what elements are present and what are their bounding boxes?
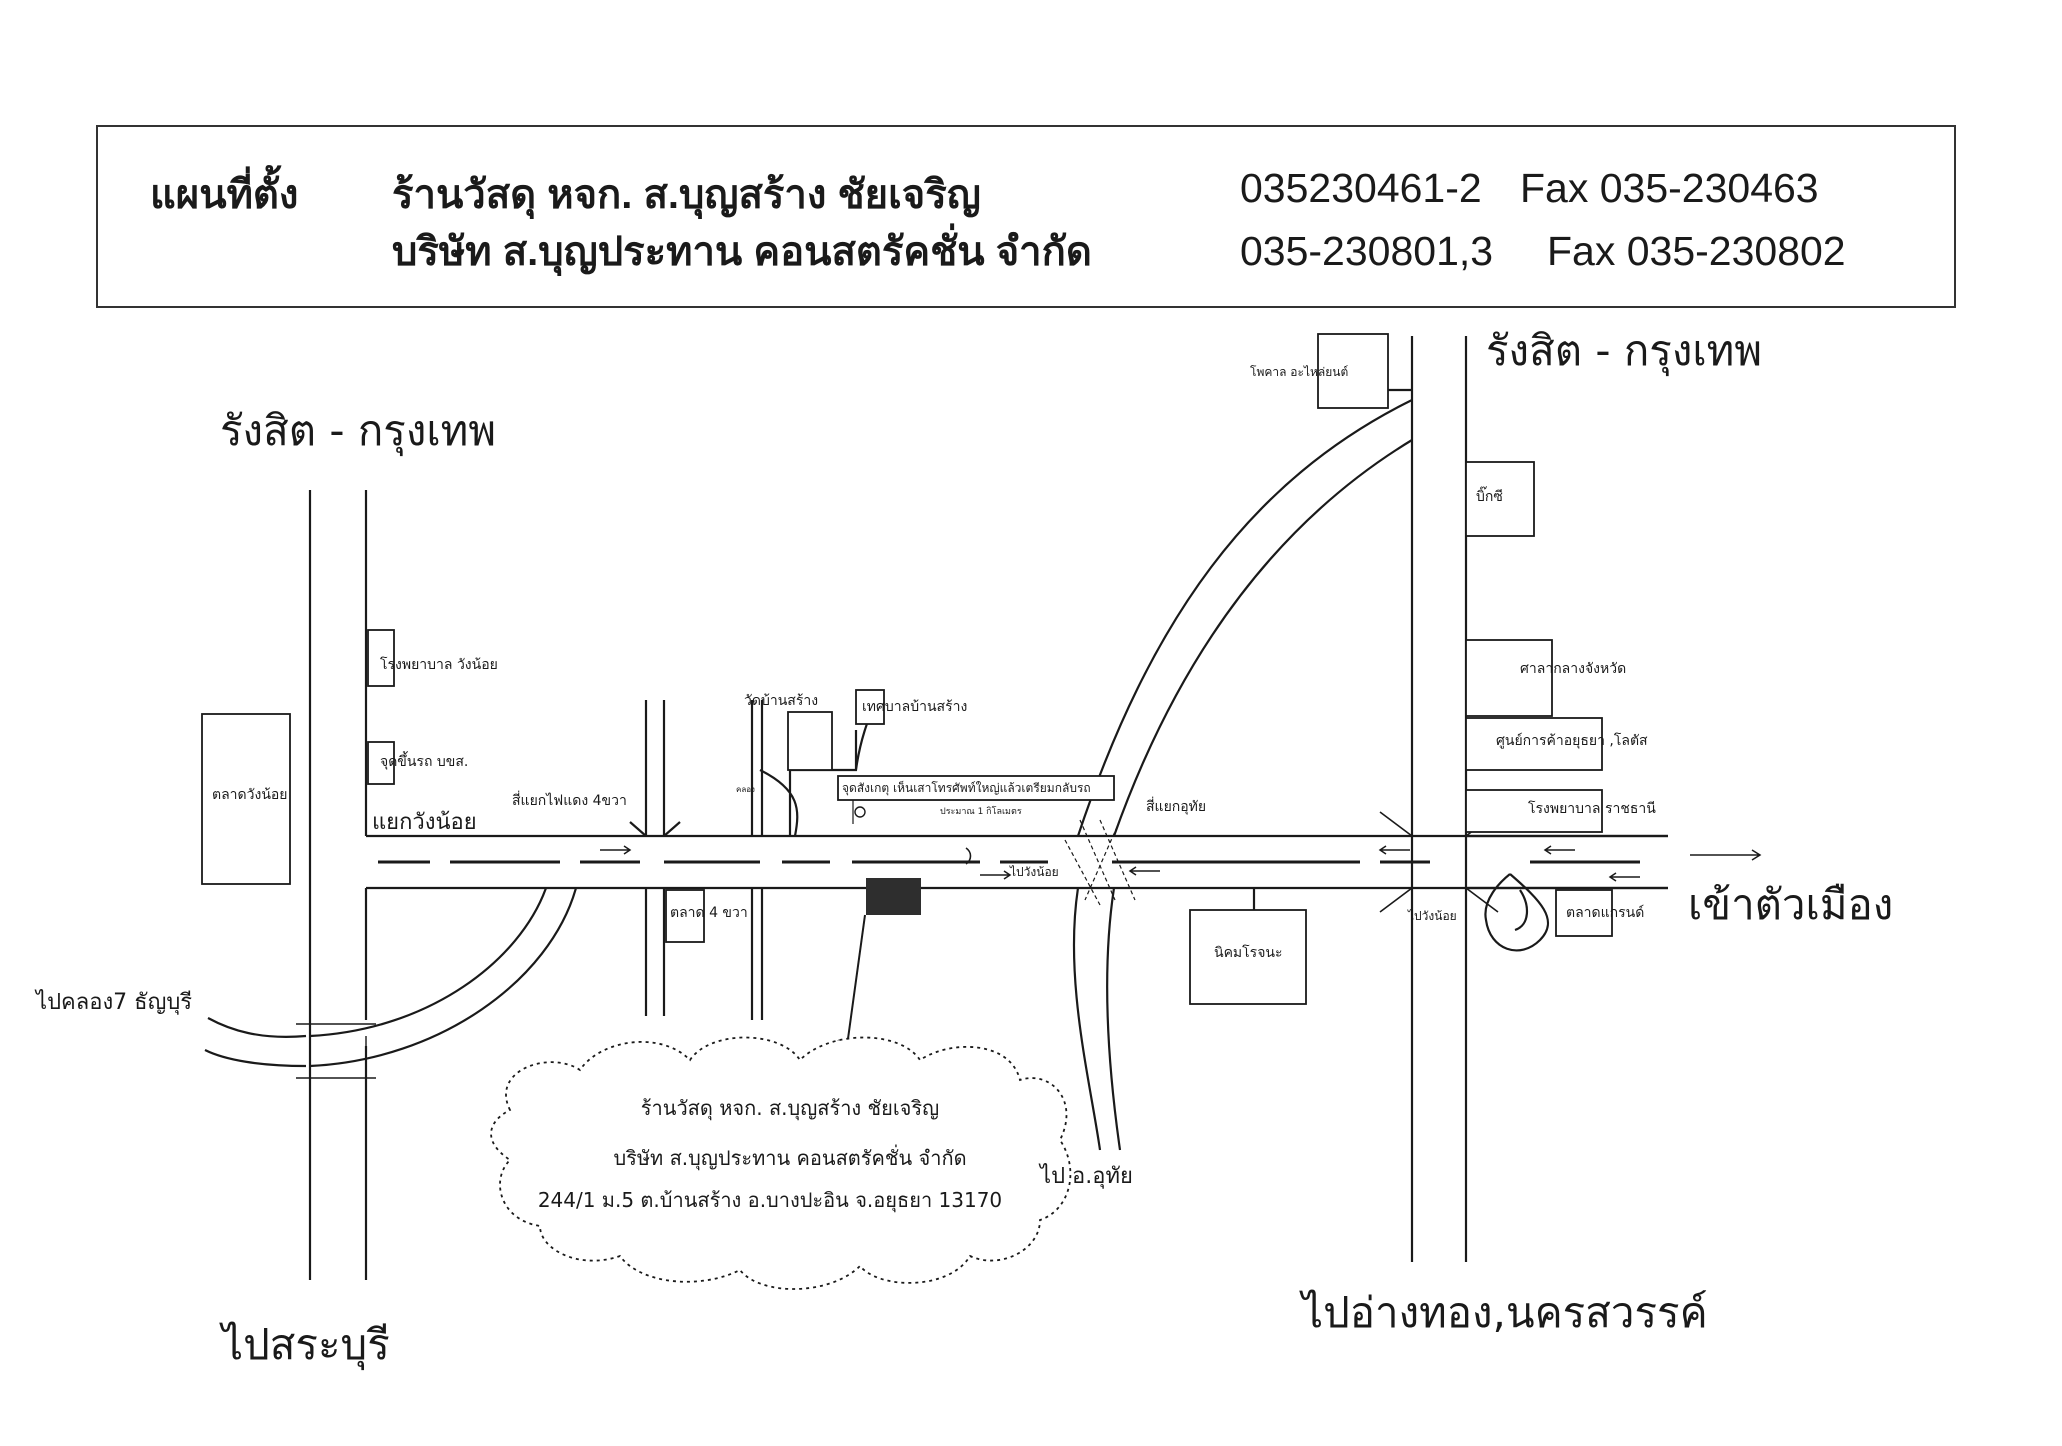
hospital-wangnoi-box — [367, 629, 395, 687]
left-road — [308, 490, 368, 1280]
label-provincial-hall: ศาลากลางจังหวัด — [1520, 661, 1627, 677]
label-wat-bansang: วัดบ้านสร้าง — [744, 693, 819, 709]
direction-klong7: ไปคลอง7 ธัญบุรี — [36, 990, 193, 1015]
meeting-point-box — [837, 775, 1115, 801]
company-name: บริษัท ส.บุญประทาน คอนสตรัคชั่น จำกัด — [392, 230, 1092, 274]
label-shopping-center: ศูนย์การค้าอยุธยา ,โลตัส — [1496, 733, 1648, 749]
address-cloud — [490, 1036, 1072, 1290]
label-big-c: บิ๊กซี — [1476, 489, 1503, 505]
map-title: แผนที่ตั้ง — [150, 173, 299, 217]
market-4-box — [665, 889, 705, 943]
label-garage: โพคาล อะไหล่ยนต์ — [1250, 365, 1349, 379]
label-uturn-wangnoi: ไปวังน้อย — [1010, 865, 1059, 879]
header-box — [96, 125, 1956, 308]
hospital-ratchathani-box — [1465, 789, 1603, 833]
label-market-4: ตลาด 4 ขวา — [670, 905, 748, 921]
big-c-box — [1465, 461, 1535, 537]
garage-box — [1317, 333, 1389, 409]
right-road — [1410, 336, 1468, 1262]
company-fax: Fax 035-230802 — [1547, 228, 1846, 274]
label-hospital-ratchathani: โรงพยาบาล ราชธานี — [1528, 801, 1656, 817]
shop-phone: 035230461-2 — [1240, 165, 1482, 211]
cloud-address: 244/1 ม.5 ต.บ้านสร้าง อ.บางปะอิน จ.อยุธย… — [537, 1188, 1003, 1212]
label-canal: คลอง — [736, 785, 755, 794]
direction-right-bottom: ไปอ่างทอง,นครสวรรค์ — [1302, 1288, 1708, 1337]
market-grand-box — [1555, 889, 1613, 937]
municipality-box — [855, 689, 885, 725]
cloud-company-name: บริษัท ส.บุญประทาน คอนสตรัคชั่น จำกัด — [613, 1146, 967, 1170]
shop-name: ร้านวัสดุ หจก. ส.บุญสร้าง ชัยเจริญ — [392, 173, 981, 217]
label-junction-wangnoi: แยกวังน้อย — [372, 810, 477, 835]
direction-right-top: รังสิต - กรุงเทพ — [1486, 326, 1763, 375]
label-junction-uthai: สี่แยกอุทัย — [1146, 799, 1207, 815]
label-meeting-point: จุดสังเกตุ เห็นเสาโทรศัพท์ใหญ่แล้วเตรียม… — [842, 781, 1091, 795]
company-phone: 035-230801,3 — [1240, 228, 1494, 274]
provincial-hall-box — [1465, 639, 1553, 717]
cloud-shop-name: ร้านวัสดุ หจก. ส.บุญสร้าง ชัยเจริญ — [640, 1096, 940, 1120]
label-market-wangnoi: ตลาดวังน้อย — [212, 787, 288, 803]
label-hospital-wangnoi: โรงพยาบาล วังน้อย — [380, 657, 498, 673]
label-four-way-light: สี่แยกไฟแดง 4ขวา — [512, 793, 627, 809]
label-uturn-wangnoi-2: ไปวังน้อย — [1408, 909, 1457, 923]
direction-east: เข้าตัวเมือง — [1688, 880, 1894, 929]
label-distance-note: ประมาณ 1 กิโลเมตร — [940, 807, 1022, 817]
shopping-center-box — [1465, 717, 1603, 771]
direction-left-top: รังสิต - กรุงเทพ — [220, 406, 497, 455]
direction-uthai: ไป อ.อุทัย — [1040, 1164, 1133, 1189]
label-bus-stop: จุดขึ้นรถ บขส. — [380, 754, 469, 770]
industrial-estate-box — [1189, 909, 1307, 1005]
label-municipality: เทศบาลบ้านสร้าง — [862, 699, 968, 715]
wat-box — [787, 711, 833, 771]
shop-fax: Fax 035-230463 — [1520, 165, 1819, 211]
market-wangnoi-box — [201, 713, 291, 885]
label-industrial-estate: นิคมโรจนะ — [1214, 945, 1283, 961]
label-market-grand: ตลาดแกรนด์ — [1566, 905, 1645, 921]
store-location-marker — [866, 878, 921, 915]
bus-stop-box — [367, 741, 395, 785]
direction-left-bottom: ไปสระบุรี — [222, 1320, 390, 1369]
